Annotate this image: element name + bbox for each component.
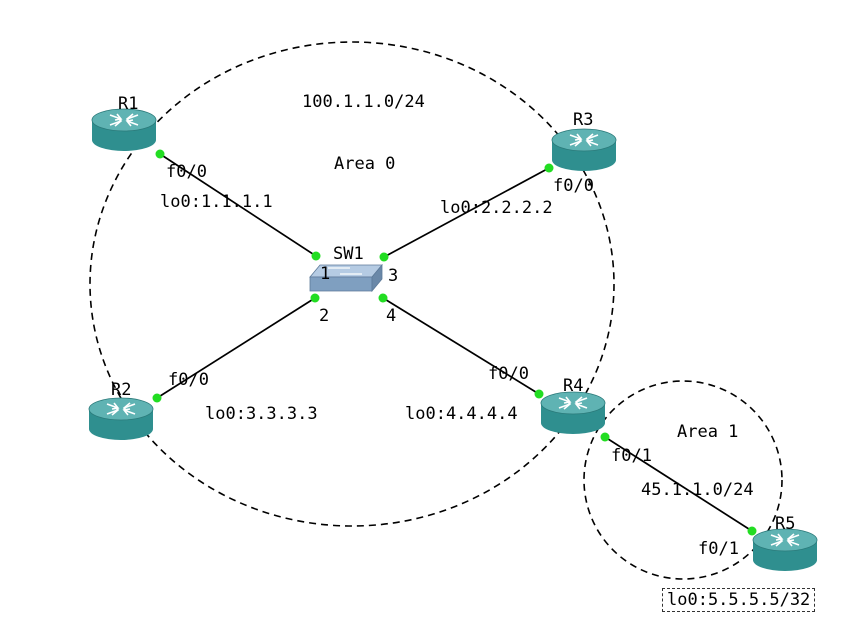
port-dot xyxy=(155,149,165,159)
router-r2-icon[interactable] xyxy=(88,397,154,441)
port-dot xyxy=(747,526,757,536)
port-dot xyxy=(600,432,610,442)
area1-label: Area 1 xyxy=(677,422,739,442)
port-dot xyxy=(544,163,554,173)
loopback-label-r4: lo0:4.4.4.4 xyxy=(405,404,518,424)
port-label-r3-f00: f0/0 xyxy=(553,176,594,196)
port-label-r5-f01: f0/1 xyxy=(698,539,739,559)
router-r5-icon[interactable] xyxy=(752,528,818,572)
port-dot xyxy=(534,389,544,399)
port-label-r4-f00: f0/0 xyxy=(488,364,529,384)
sw1-port-label-3: 3 xyxy=(388,266,399,286)
link-r4-sw1 xyxy=(382,297,540,395)
area1-boundary xyxy=(583,380,783,580)
link-r2-sw1 xyxy=(156,297,316,399)
loopback-label-r1: lo0:1.1.1.1 xyxy=(160,192,273,212)
area0-label: Area 0 xyxy=(334,154,396,174)
link-r1-sw1 xyxy=(159,153,317,257)
device-label-r1: R1 xyxy=(118,94,139,114)
port-dot xyxy=(379,252,389,262)
port-label-r2-f00: f0/0 xyxy=(168,370,209,390)
link-r4-r5 xyxy=(604,436,753,532)
device-label-r5: R5 xyxy=(775,514,796,534)
loopback-label-r5: lo0:5.5.5.5/32 xyxy=(662,588,816,612)
sw1-port-label-4: 4 xyxy=(386,306,397,326)
area1-subnet-label: 45.1.1.0/24 xyxy=(641,480,754,500)
port-dot xyxy=(378,293,388,303)
device-label-sw1: SW1 xyxy=(333,244,364,264)
port-label-r1-f00: f0/0 xyxy=(166,162,207,182)
router-r4-icon[interactable] xyxy=(540,391,606,435)
area0-boundary xyxy=(89,41,615,527)
link-r3-sw1 xyxy=(383,167,550,258)
device-label-r2: R2 xyxy=(111,380,132,400)
sw1-port-label-1: 1 xyxy=(320,264,331,284)
port-dot xyxy=(311,251,321,261)
device-label-r3: R3 xyxy=(573,110,594,130)
port-dot xyxy=(310,293,320,303)
router-r3-icon[interactable] xyxy=(551,128,617,172)
sw1-port-label-2: 2 xyxy=(319,306,330,326)
loopback-label-r3: lo0:2.2.2.2 xyxy=(440,198,553,218)
port-dot xyxy=(152,393,162,403)
port-label-r4-f01: f0/1 xyxy=(611,446,652,466)
area0-subnet-label: 100.1.1.0/24 xyxy=(302,92,425,112)
device-label-r4: R4 xyxy=(563,376,584,396)
router-r1-icon[interactable] xyxy=(91,108,157,152)
loopback-label-r2: lo0:3.3.3.3 xyxy=(205,404,318,424)
